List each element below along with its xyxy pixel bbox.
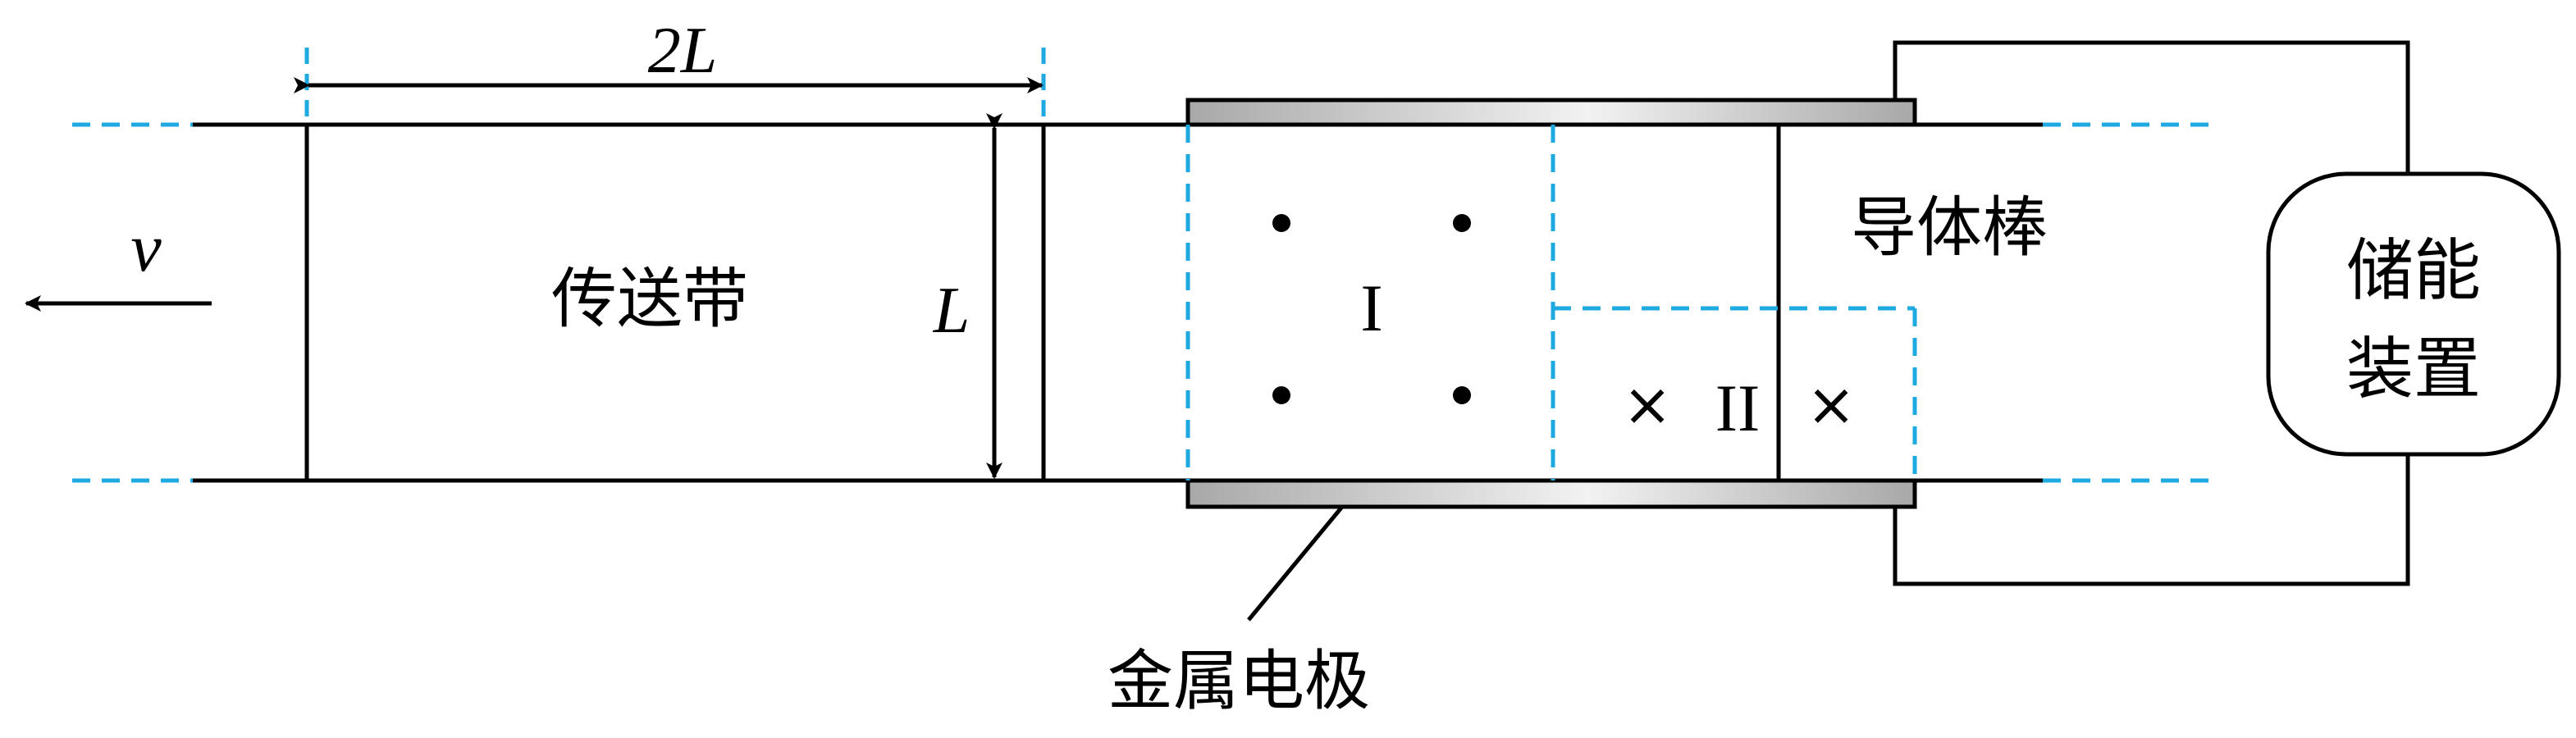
energy-storage-box [2266, 171, 2561, 457]
width-L-label: L [933, 275, 971, 347]
belt-edges [193, 122, 2043, 483]
conductor-rod-label: 导体棒 [1851, 189, 2048, 266]
belt-edge-dashes [72, 122, 2219, 483]
energy-storage-label-line2: 装置 [2346, 330, 2481, 408]
region-2-label: II [1715, 371, 1761, 445]
into-page-symbol-left: × [1623, 370, 1672, 439]
region-1-label: I [1360, 271, 1382, 345]
belt-label: 传送带 [551, 261, 748, 337]
electrode-pointer [1247, 505, 1344, 622]
belt-rods [304, 125, 1781, 481]
electrode-label: 金属电极 [1108, 643, 1370, 719]
energy-storage-label-line1: 储能 [2346, 232, 2481, 310]
into-page-symbol-right: × [1806, 370, 1856, 439]
length-2L-label: 2L [648, 15, 718, 87]
velocity-label: v [130, 210, 162, 286]
circuit-wires [1893, 40, 2410, 586]
region-1-field-dots [1272, 214, 1471, 404]
dimension-2L [294, 48, 1046, 125]
field-region-boundaries [1185, 125, 1917, 481]
metal-electrode-bottom [1185, 478, 1917, 509]
metal-electrode-top [1185, 98, 1917, 127]
